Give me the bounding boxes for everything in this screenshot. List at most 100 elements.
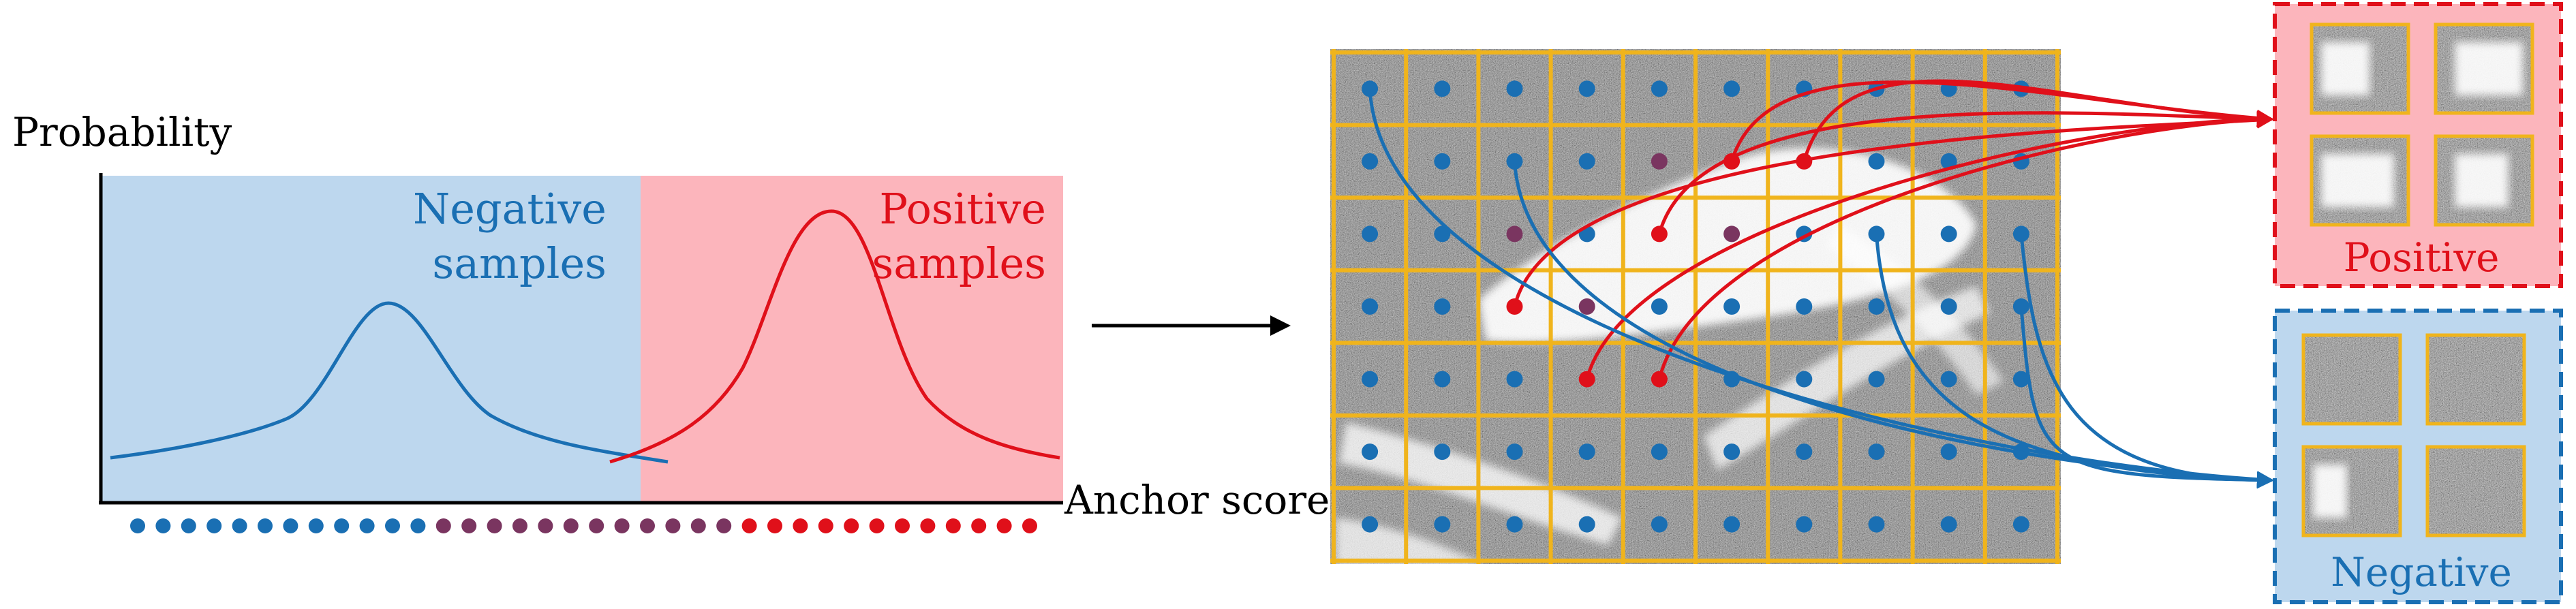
- anchor-point: [1940, 225, 1957, 243]
- anchor-point: [1362, 225, 1379, 243]
- anchor-score-dots: [130, 518, 1037, 533]
- score-dot: [538, 518, 553, 533]
- score-dot: [716, 518, 732, 533]
- negative-assignment-curve: [2019, 306, 2274, 489]
- score-dot: [181, 518, 196, 533]
- negative-region: [101, 176, 641, 503]
- anchor-point: [1578, 443, 1595, 460]
- sample-patch: [2301, 333, 2402, 426]
- positive-box-label: Positive: [2344, 234, 2500, 281]
- sample-patch: [2310, 134, 2410, 227]
- score-dot: [359, 518, 375, 533]
- score-dot: [487, 518, 502, 533]
- negative-assignment-curve: [1368, 89, 2274, 488]
- anchor-points: [1362, 80, 2029, 533]
- score-dot: [334, 518, 350, 533]
- anchor-point: [1434, 371, 1451, 388]
- negative-box: Negative: [2273, 309, 2563, 604]
- assignment-arrows: [1368, 79, 2274, 489]
- negative-patches: [2301, 333, 2526, 537]
- score-dot: [258, 518, 273, 533]
- anchor-point: [1434, 443, 1451, 460]
- anchor-point: [1506, 80, 1523, 97]
- anchor-point: [1940, 516, 1957, 533]
- positive-assignment-curve: [1657, 111, 2274, 380]
- sample-patch: [2425, 333, 2526, 426]
- anchor-point: [1723, 298, 1741, 315]
- anchor-point: [1940, 298, 1957, 315]
- anchor-point: [1578, 298, 1595, 315]
- score-dot: [971, 518, 987, 533]
- score-dot: [206, 518, 222, 533]
- anchor-point: [1796, 443, 1813, 460]
- score-dot: [690, 518, 706, 533]
- anchor-point: [2012, 371, 2029, 388]
- anchor-point: [1868, 371, 1885, 388]
- anchor-point: [1506, 371, 1523, 388]
- anchor-point: [1362, 371, 1379, 388]
- score-dot: [283, 518, 298, 533]
- score-dot: [385, 518, 400, 533]
- score-dot: [818, 518, 833, 533]
- negative-assignment-curve: [2019, 234, 2274, 489]
- anchor-point: [1434, 153, 1451, 170]
- anchor-point: [1940, 443, 1957, 460]
- anchor-point: [1723, 80, 1741, 97]
- positive-box: Positive: [2273, 2, 2563, 288]
- score-dot: [793, 518, 808, 533]
- anchor-point: [1651, 153, 1668, 170]
- score-dot: [232, 518, 247, 533]
- anchor-point: [1434, 298, 1451, 315]
- anchor-grid: [1330, 49, 2061, 564]
- anchor-point: [1362, 443, 1379, 460]
- anchor-point: [1506, 443, 1523, 460]
- score-dot: [563, 518, 579, 533]
- anchor-point: [1578, 516, 1595, 533]
- anchor-point: [1506, 225, 1523, 243]
- score-dot: [665, 518, 681, 533]
- positive-assignment-curve: [1513, 111, 2274, 307]
- positive-distribution-curve: [609, 209, 1060, 464]
- anchor-point: [1651, 443, 1668, 460]
- anchor-point: [1868, 153, 1885, 170]
- anchor-point: [1578, 80, 1595, 97]
- positive-samples-label-line1: Positive: [879, 184, 1046, 234]
- positive-assignment-curve: [1657, 110, 2274, 235]
- score-dot: [512, 518, 527, 533]
- anchor-point: [1940, 371, 1957, 388]
- anchor-point: [1434, 80, 1451, 97]
- score-dot: [920, 518, 936, 533]
- anchor-point: [1506, 516, 1523, 533]
- anchor-point: [1868, 443, 1885, 460]
- anchor-point: [1868, 298, 1885, 315]
- score-dot: [1022, 518, 1037, 533]
- score-dot: [614, 518, 630, 533]
- score-dot: [895, 518, 910, 533]
- sample-patch: [2301, 445, 2402, 537]
- score-dot: [869, 518, 885, 533]
- score-dot: [155, 518, 171, 533]
- score-dot: [640, 518, 655, 533]
- anchor-point: [1434, 516, 1451, 533]
- sar-image: [1330, 49, 2274, 564]
- score-dot: [996, 518, 1012, 533]
- anchor-point: [1578, 153, 1595, 170]
- negative-samples-label-line2: samples: [432, 238, 607, 288]
- score-dot: [308, 518, 324, 533]
- sample-patch: [2434, 22, 2534, 115]
- score-dot: [945, 518, 961, 533]
- anchor-point: [1651, 516, 1668, 533]
- anchor-point: [1651, 298, 1668, 315]
- score-dot: [589, 518, 604, 533]
- anchor-point: [2012, 516, 2029, 533]
- anchor-point: [1723, 516, 1741, 533]
- anchor-point: [1796, 371, 1813, 388]
- negative-assignment-curve: [1875, 234, 2274, 488]
- anchor-point: [1651, 80, 1668, 97]
- anchor-point: [1362, 516, 1379, 533]
- negative-distribution-curve: [110, 301, 669, 464]
- score-dot: [410, 518, 426, 533]
- anchor-point: [1362, 298, 1379, 315]
- score-dot: [435, 518, 451, 533]
- score-dot: [741, 518, 757, 533]
